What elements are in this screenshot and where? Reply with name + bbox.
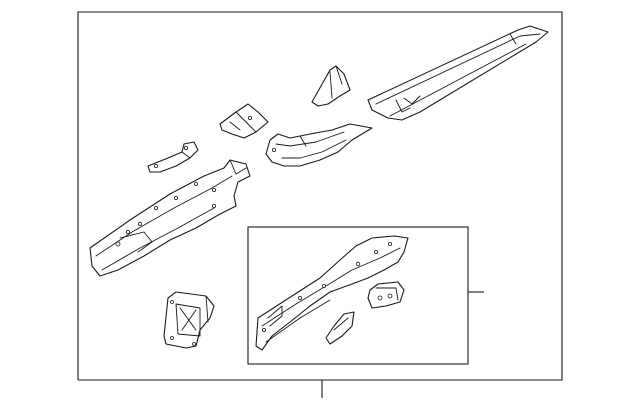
detail-inset-box (247, 226, 469, 365)
rear-rail-extension (367, 25, 549, 121)
rocker-extension (265, 123, 373, 167)
detail-small-plate (325, 311, 355, 345)
detail-small-bracket (367, 281, 405, 309)
detail-rail-assembly (255, 235, 409, 351)
rear-gusset (311, 65, 351, 107)
side-bracket (147, 141, 199, 173)
mount-block (163, 291, 215, 349)
outer-frame (77, 11, 563, 381)
main-frame-rail (89, 159, 251, 277)
upper-mount-bracket (219, 103, 269, 139)
